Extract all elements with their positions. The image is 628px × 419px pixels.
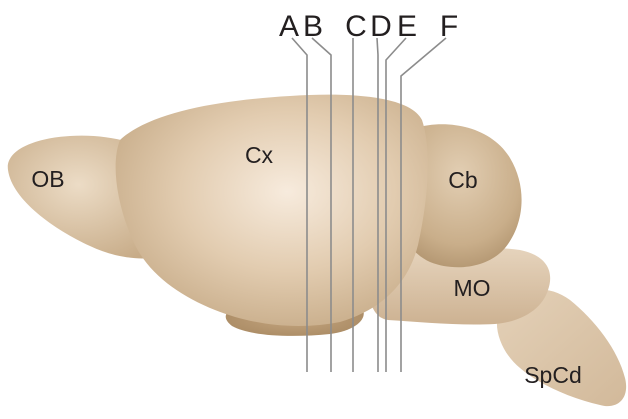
- section-label-d: D: [370, 10, 392, 43]
- section-label-b: B: [303, 10, 323, 43]
- section-label-e: E: [397, 10, 417, 43]
- section-label-c: C: [345, 10, 367, 43]
- region-label-cb: Cb: [448, 167, 477, 193]
- section-label-f: F: [440, 10, 458, 43]
- region-label-mo: MO: [453, 275, 490, 301]
- region-label-cx: Cx: [245, 142, 274, 168]
- region-label-spcd: SpCd: [524, 362, 582, 388]
- cortex: [116, 95, 428, 326]
- region-label-ob: OB: [31, 166, 64, 192]
- section-label-a: A: [279, 10, 299, 43]
